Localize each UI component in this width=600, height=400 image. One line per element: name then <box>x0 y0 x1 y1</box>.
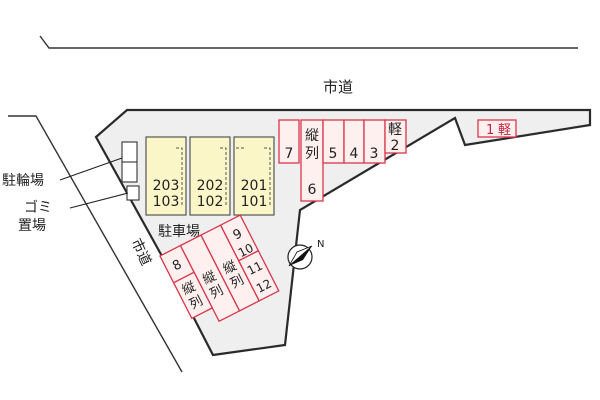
space-1-number: 1 <box>486 123 494 138</box>
unit-block-202-102 <box>189 136 231 216</box>
space-10-type1: 縦 <box>200 269 218 288</box>
space-12-type1: 縦 <box>221 258 239 277</box>
space-12-number: 12 <box>254 276 274 295</box>
space-6-type2: 列 <box>305 146 319 162</box>
unit-201: 201 <box>241 178 268 194</box>
space-10-type2: 列 <box>208 283 226 302</box>
unit-202: 202 <box>197 178 224 194</box>
unit-103: 103 <box>153 194 180 210</box>
unit-102: 102 <box>197 194 224 210</box>
top-road-label: 市道 <box>323 78 353 96</box>
top-road-edge <box>39 35 578 49</box>
bicycle-leader <box>59 157 123 181</box>
space-5-number: 5 <box>329 146 338 162</box>
space-6-number: 6 <box>308 182 317 198</box>
apartment-building <box>145 136 275 216</box>
parking-space-1 <box>477 119 517 138</box>
compass: N <box>287 239 324 270</box>
space-8-type1: 縦 <box>180 279 198 298</box>
space-1-type: 軽 <box>498 123 511 138</box>
bicycle-parking-label: 駐輪場 <box>2 172 44 189</box>
unit-block-203-103 <box>145 136 187 216</box>
unit-block-201-101 <box>233 136 275 216</box>
space-8-type2: 列 <box>187 293 205 312</box>
space-2-type: 軽 <box>388 122 402 138</box>
space-3-number: 3 <box>370 146 379 162</box>
space-6-type1: 縦 <box>305 128 319 144</box>
garbage-label-line2: 置場 <box>18 218 46 234</box>
parking-space-12 <box>237 249 280 302</box>
space-4-number: 4 <box>350 146 359 162</box>
parking-space-8-tail <box>172 271 214 320</box>
space-7-number: 7 <box>285 146 294 162</box>
unit-203: 203 <box>153 178 180 194</box>
space-2-number: 2 <box>391 138 400 154</box>
left-road-edge <box>8 115 183 373</box>
space-11-number: 11 <box>245 259 265 278</box>
compass-north-label: N <box>317 239 324 250</box>
parking-space-7 <box>278 119 300 164</box>
garbage-shed <box>126 185 140 201</box>
car-parking-label: 駐車場 <box>158 223 200 240</box>
parking-block-diagonal: 8 縦 列 縦 列 縦 列 9 10 11 12 <box>159 214 280 323</box>
unit-101: 101 <box>241 194 268 210</box>
space-10-number: 10 <box>236 241 256 260</box>
garbage-leader <box>69 192 129 209</box>
space-12-type2: 列 <box>228 273 246 292</box>
parking-row-top <box>278 119 407 202</box>
garbage-label-line1: ゴミ <box>24 199 52 216</box>
left-road-label: 市道 <box>127 236 154 269</box>
parking-space-2 <box>384 119 407 154</box>
